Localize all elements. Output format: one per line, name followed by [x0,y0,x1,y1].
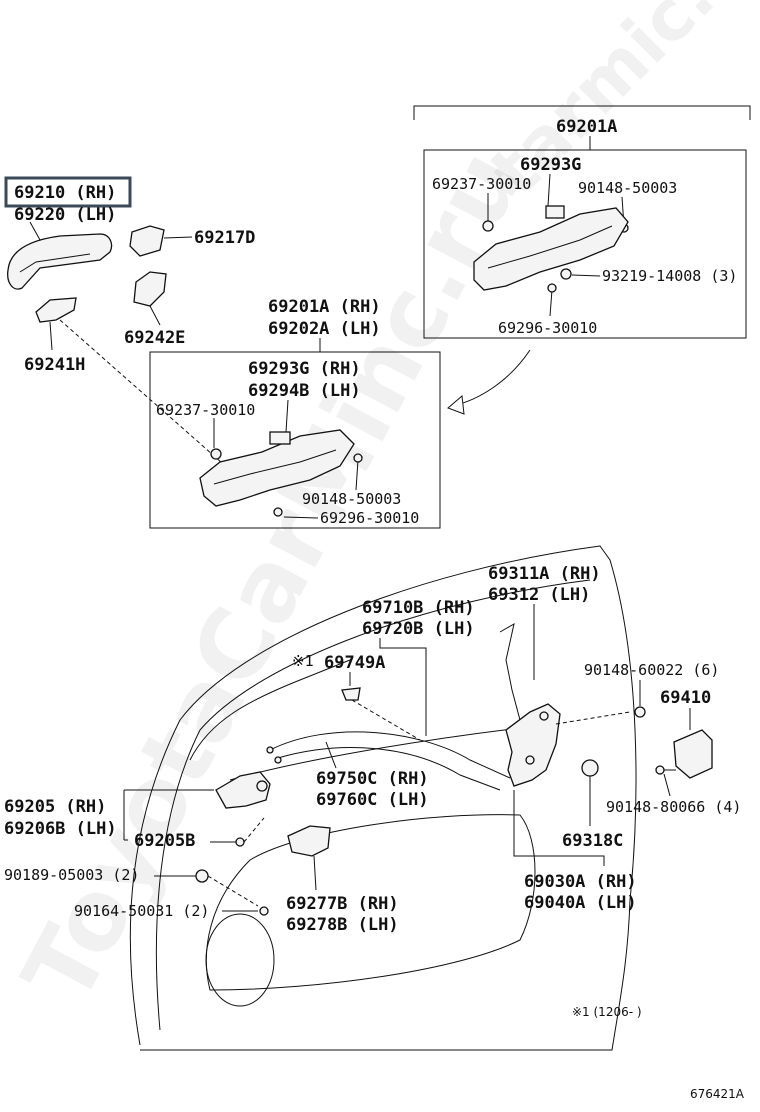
label-69296-left[interactable]: 69296-30010 [320,509,419,527]
label-90148-50003-left[interactable]: 90148-50003 [302,490,401,508]
label-69210[interactable]: 69210 (RH) [14,183,116,203]
label-69220[interactable]: 69220 (LH) [14,205,116,225]
clip-69749a[interactable] [341,687,361,701]
immobilizer-frame-box [423,149,747,339]
label-69760c[interactable]: 69760C (LH) [316,790,429,810]
label-69296-box[interactable]: 69296-30010 [498,319,597,337]
label-69237-left[interactable]: 69237-30010 [156,401,255,419]
label-90164[interactable]: 90164-50031 (2) [74,902,209,920]
label-69710b[interactable]: 69710B (RH) [362,598,475,618]
watermark: ToyotaCarMinc.ru [1,133,544,1021]
label-90148-50003-box[interactable]: 90148-50003 [578,179,677,197]
label-69410[interactable]: 69410 [660,688,711,708]
label-69278b[interactable]: 69278B (LH) [286,915,399,935]
label-90189[interactable]: 90189-05003 (2) [4,866,139,884]
outside-handle[interactable] [7,233,113,290]
label-69720b[interactable]: 69720B (LH) [362,619,475,639]
label-69312[interactable]: 69312 (LH) [488,585,590,605]
handle-frame-box [149,351,441,529]
inside-handle-bezel[interactable] [287,825,331,857]
label-69293g-rh[interactable]: 69293G (RH) [248,359,361,379]
door-outline [129,545,637,1051]
grommet-69318c[interactable] [581,759,599,777]
label-69242e[interactable]: 69242E [124,328,185,348]
label-90148-60022[interactable]: 90148-60022 (6) [584,661,719,679]
label-69206b[interactable]: 69206B (LH) [4,819,117,839]
label-90148-80066[interactable]: 90148-80066 (4) [606,798,741,816]
label-69311a[interactable]: 69311A (RH) [488,564,601,584]
label-69201a-rh[interactable]: 69201A (RH) [268,297,381,317]
label-69277b[interactable]: 69277B (RH) [286,894,399,914]
label-69201a-box[interactable]: 69201A [556,117,617,137]
footnote: ※1 (1206- ) [572,1005,642,1019]
door-lock-assembly[interactable] [505,703,561,787]
label-69241h[interactable]: 69241H [24,355,85,375]
label-69749a[interactable]: 69749A [324,653,385,673]
label-69294b-lh[interactable]: 69294B (LH) [248,381,361,401]
inside-handle[interactable] [215,771,271,809]
label-69293g-box[interactable]: 69293G [520,155,581,175]
label-69205[interactable]: 69205 (RH) [4,797,106,817]
label-69750c[interactable]: 69750C (RH) [316,769,429,789]
label-69205b[interactable]: 69205B [134,831,195,851]
handle-cap[interactable] [129,225,165,257]
label-69202a-lh[interactable]: 69202A (LH) [268,319,381,339]
label-69318c[interactable]: 69318C [562,831,623,851]
label-69217d[interactable]: 69217D [194,228,255,248]
handle-pad-rear[interactable] [133,271,167,307]
label-69030a[interactable]: 69030A (RH) [524,872,637,892]
label-69040a[interactable]: 69040A (LH) [524,893,637,913]
door-striker[interactable] [673,729,713,779]
mark-1: ※1 [292,652,314,670]
label-93219[interactable]: 93219-14008 (3) [602,267,737,285]
highlight-box [4,176,132,208]
handle-pad-front[interactable] [35,297,77,323]
figure-id: 676421A [690,1087,745,1101]
label-69237-box[interactable]: 69237-30010 [432,175,531,193]
